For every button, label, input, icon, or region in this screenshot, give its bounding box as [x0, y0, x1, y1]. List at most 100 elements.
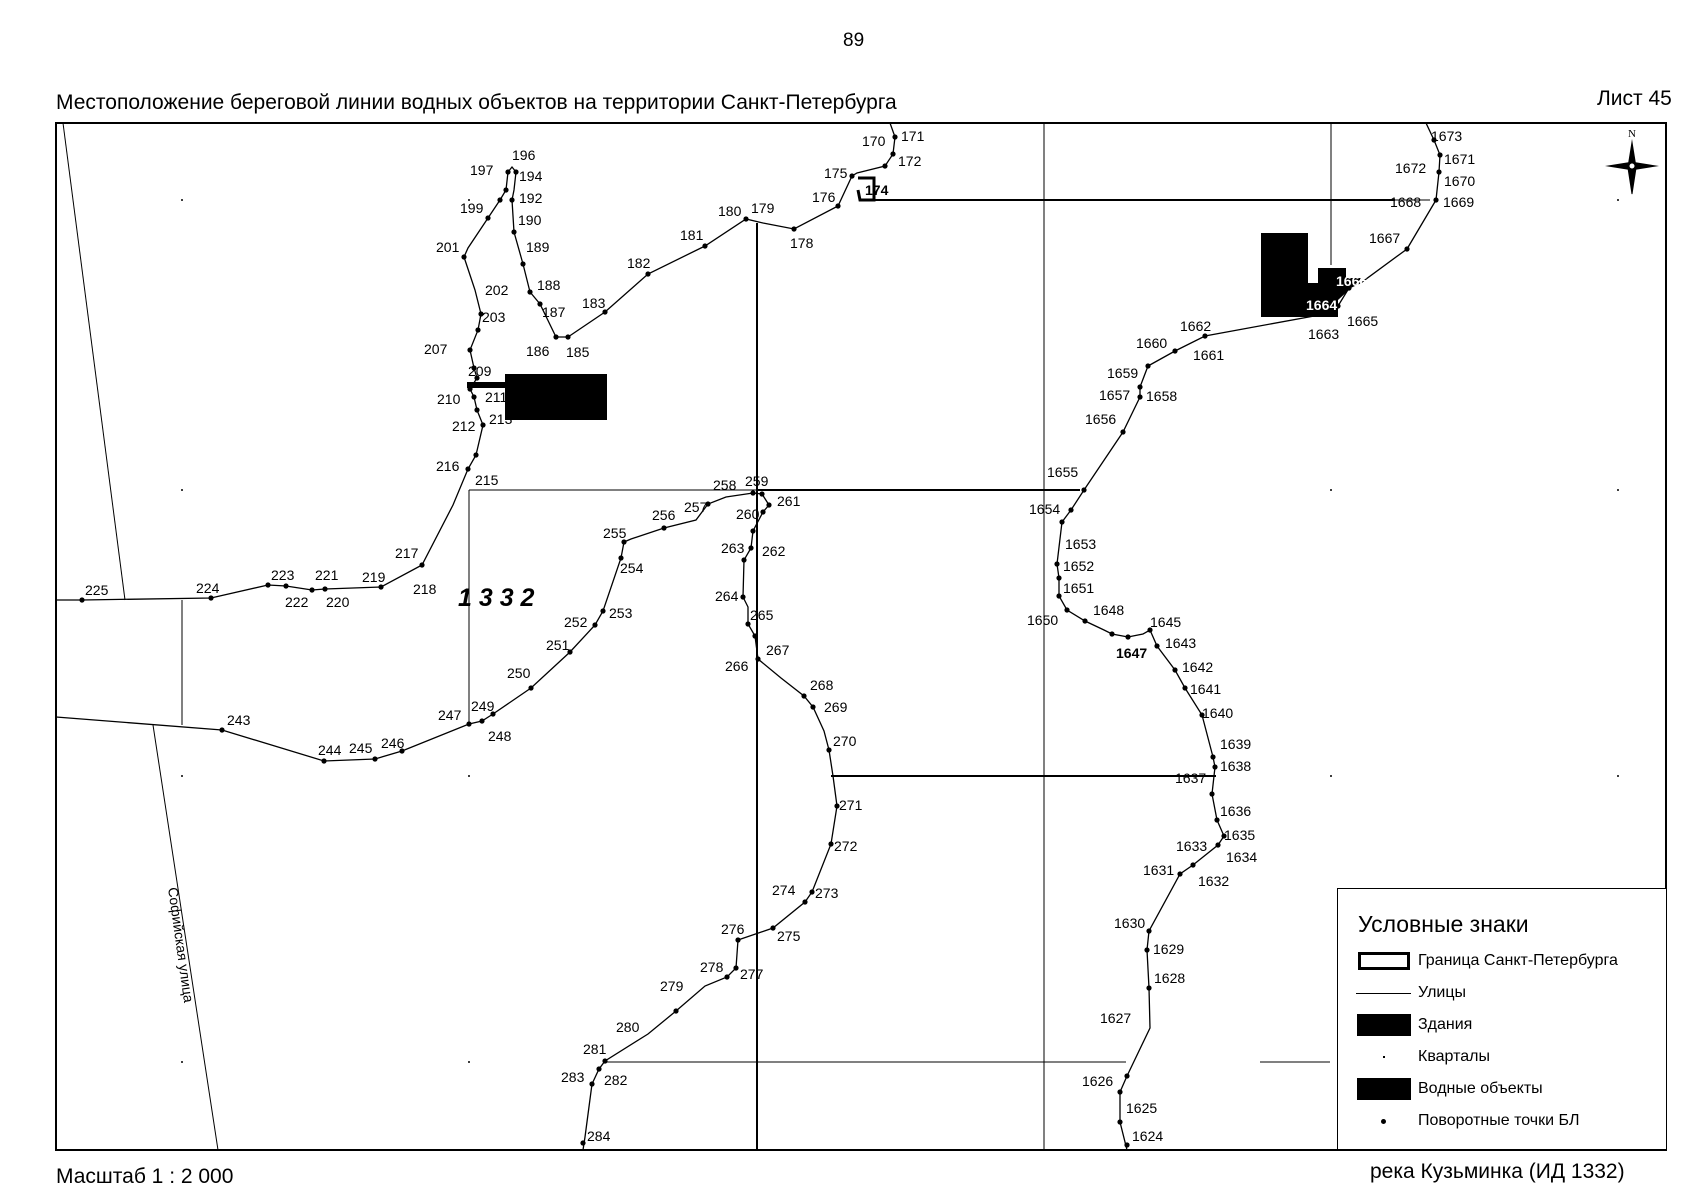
point-label: 1665 [1347, 313, 1378, 329]
point-label: 254 [620, 560, 644, 576]
grid-dots [181, 199, 1619, 1063]
point-label: 1624 [1132, 1128, 1163, 1144]
point-label: 174 [865, 182, 889, 198]
point-label: 1635 [1224, 827, 1255, 843]
legend-label: Кварталы [1418, 1048, 1490, 1065]
legend-label: Здания [1418, 1016, 1473, 1033]
point-label: 217 [395, 545, 419, 561]
point-label: 284 [587, 1128, 611, 1144]
point-label: 182 [627, 255, 651, 271]
legend-item-points: Поворотные точки БЛ [1356, 1109, 1579, 1133]
legend-label: Поворотные точки БЛ [1418, 1112, 1580, 1129]
point-label: 187 [542, 304, 566, 320]
point-label: 1668 [1390, 194, 1421, 210]
point-label: 274 [772, 882, 796, 898]
map-title: Местоположение береговой линии водных об… [56, 91, 897, 114]
point-label: 194 [519, 168, 543, 184]
point-label: 247 [438, 707, 462, 723]
point-label: 1630 [1114, 915, 1145, 931]
point-label: 1640 [1202, 705, 1233, 721]
point-label: 1667 [1369, 230, 1400, 246]
point-label: 170 [862, 133, 886, 149]
point-label: 269 [824, 699, 848, 715]
point-label: 225 [85, 582, 109, 598]
point-label: 1671 [1444, 151, 1475, 167]
point-label: 255 [603, 525, 627, 541]
point-label: 1659 [1107, 365, 1138, 381]
point-label: 192 [519, 190, 543, 206]
point-label: 1653 [1065, 536, 1096, 552]
point-label: 1626 [1082, 1073, 1113, 1089]
point-label: 219 [362, 569, 386, 585]
point-label: 277 [740, 966, 764, 982]
point-label: 1632 [1198, 873, 1229, 889]
point-label: 279 [660, 978, 684, 994]
point-label: 248 [488, 728, 512, 744]
turning-points [79, 134, 1443, 1148]
point-label: 1662 [1180, 318, 1211, 334]
point-label: 251 [546, 637, 570, 653]
point-label: 1648 [1093, 602, 1124, 618]
point-label: 267 [766, 642, 790, 658]
point-label: 1625 [1126, 1100, 1157, 1116]
legend-item-boundary: Граница Санкт-Петербурга [1356, 949, 1618, 973]
point-label: 213 [489, 411, 513, 427]
point-label: 259 [745, 473, 769, 489]
point-label: 268 [810, 677, 834, 693]
point-label: 258 [713, 477, 737, 493]
point-label: 261 [777, 493, 801, 509]
point-label: 266 [725, 658, 749, 674]
point-label: 179 [751, 200, 775, 216]
point-label: 249 [471, 698, 495, 714]
point-labels: 170 171 172 174 175 176 178 179 180 181 … [85, 128, 1475, 1144]
street-name-label: Софийская улица [165, 886, 197, 1004]
map-frame [55, 122, 1667, 1151]
building [1318, 268, 1362, 300]
point-label: 215 [475, 472, 499, 488]
point-label: 1631 [1143, 862, 1174, 878]
point-label: 199 [460, 200, 484, 216]
scale-label: Масштаб 1 : 2 000 [56, 1165, 234, 1188]
turning-point-icon [1356, 1110, 1411, 1132]
point-label: 270 [833, 733, 857, 749]
point-label: 1641 [1190, 681, 1221, 697]
point-label: 276 [721, 921, 745, 937]
river-channel [856, 176, 876, 202]
point-label: 275 [777, 928, 801, 944]
building [505, 374, 607, 420]
point-label: 1645 [1150, 614, 1181, 630]
point-label: 1651 [1063, 580, 1094, 596]
legend-item-water: Водные объекты [1356, 1077, 1543, 1101]
point-label: 221 [315, 567, 339, 583]
point-label: 253 [609, 605, 633, 621]
point-label: 1629 [1153, 941, 1184, 957]
point-label: 1670 [1444, 173, 1475, 189]
point-label: 223 [271, 567, 295, 583]
legend: Условные знаки Граница Санкт-Петербурга … [1337, 888, 1667, 1150]
point-label: 181 [680, 227, 704, 243]
point-label: 1642 [1182, 659, 1213, 675]
point-label: 180 [718, 203, 742, 219]
point-label: 1638 [1220, 758, 1251, 774]
street-line-icon [1356, 982, 1411, 1004]
point-label: 256 [652, 507, 676, 523]
point-label: 282 [604, 1072, 628, 1088]
point-label: 1652 [1063, 558, 1094, 574]
point-label: 1643 [1165, 635, 1196, 651]
point-label: 257 [684, 499, 708, 515]
point-label: 264 [715, 588, 739, 604]
point-label: 244 [318, 742, 342, 758]
point-label: 1655 [1047, 464, 1078, 480]
point-label: 222 [285, 594, 309, 610]
point-label: 272 [834, 838, 858, 854]
point-label: 171 [901, 128, 925, 144]
point-label: 202 [485, 282, 509, 298]
point-label: 210 [437, 391, 461, 407]
point-label: 1661 [1193, 347, 1224, 363]
point-label: 1669 [1443, 194, 1474, 210]
point-label: 1663 [1308, 326, 1339, 342]
point-label: 220 [326, 594, 350, 610]
point-label: 245 [349, 740, 373, 756]
legend-title: Условные знаки [1358, 911, 1529, 937]
point-label: 1650 [1027, 612, 1058, 628]
